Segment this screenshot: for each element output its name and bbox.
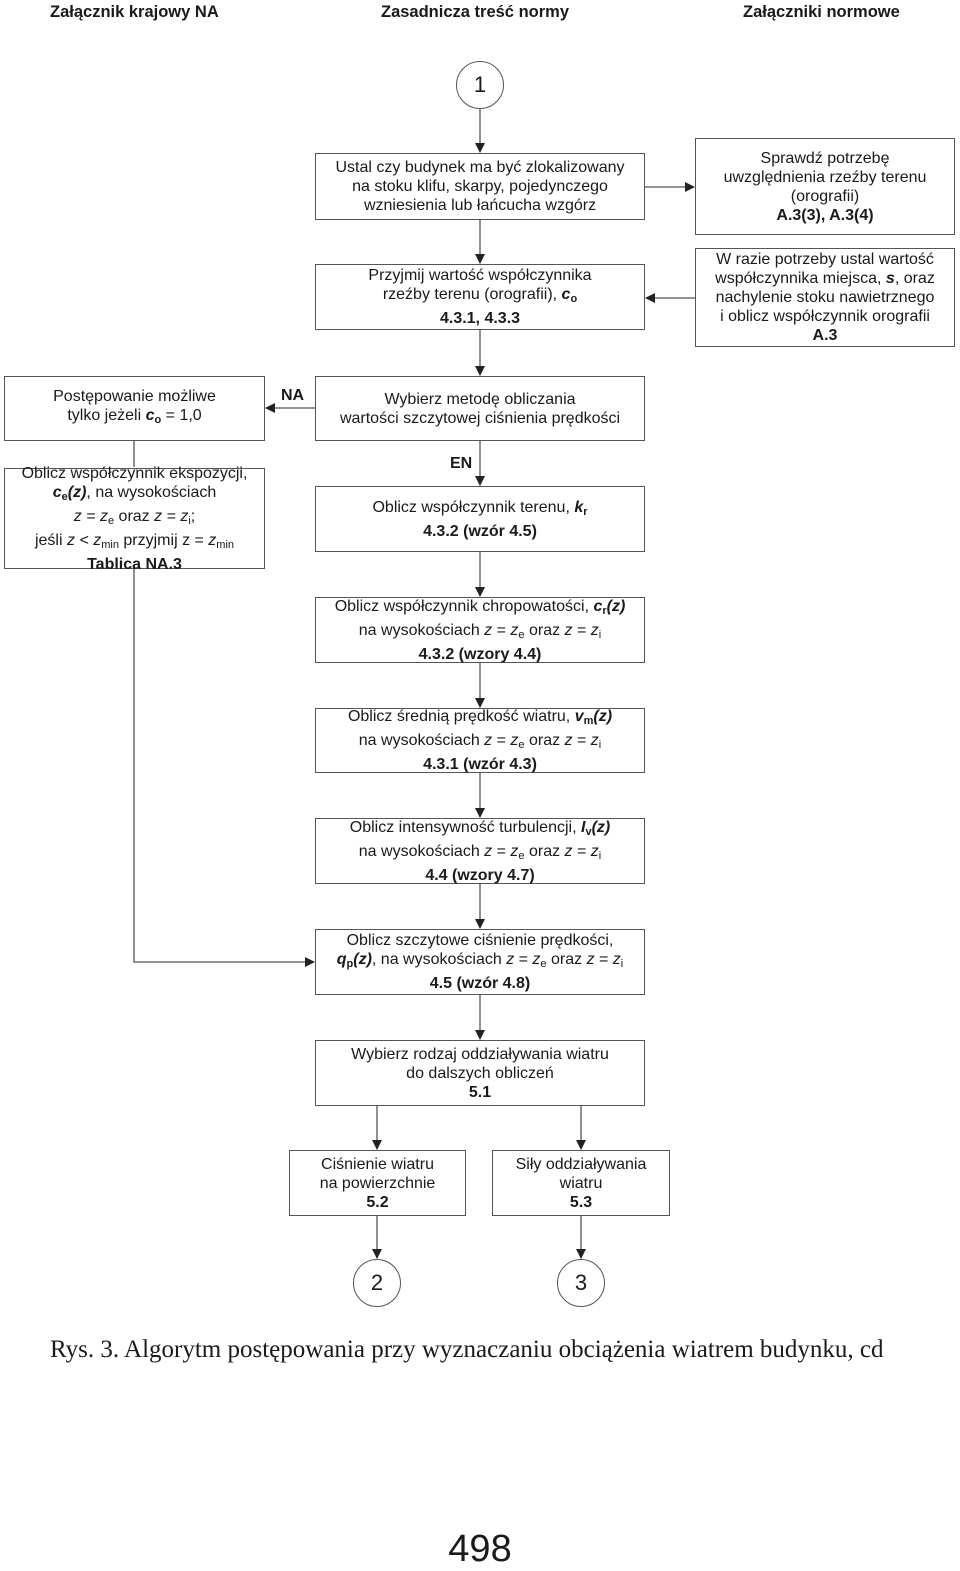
turbulence-ref: 4.4 (wzory 4.7) [425, 866, 535, 884]
terrain-coefficient-box: Oblicz współczynnik terenu, kr 4.3.2 (wz… [315, 486, 645, 552]
connector-circle-1: 1 [456, 61, 504, 109]
mean-wind-ref: 4.3.1 (wzór 4.3) [423, 756, 537, 773]
check-orography-box: Sprawdź potrzebę uwzględnienia rzeźby te… [695, 138, 955, 235]
check-orography-line-3: (orografii) [790, 187, 860, 205]
connector-circle-3: 3 [557, 1259, 605, 1307]
exposure-line-4: jeśli z < zmin przyjmij z = zmin [34, 531, 235, 551]
header-annex-national: Załącznik krajowy NA [50, 3, 219, 21]
wind-forces-box: Siły oddziaływania wiatru 5.3 [492, 1150, 670, 1216]
terrain-line-1: Oblicz współczynnik terenu, kr [372, 498, 588, 518]
action-type-line-1: Wybierz rodzaj oddziaływania wiatru [351, 1045, 609, 1063]
action-type-ref: 5.1 [468, 1083, 492, 1101]
roughness-coefficient-box: Oblicz współczynnik chropowatości, cr(z)… [315, 597, 645, 663]
site-coef-ref: A.3 [812, 327, 838, 344]
roughness-line-1: Oblicz współczynnik chropowatości, cr(z) [334, 597, 626, 617]
locate-line-3: wzniesienia lub łańcucha wzgórz [363, 197, 597, 214]
possible-only-line-2: tylko jeżeli co = 1,0 [67, 407, 202, 426]
wind-forces-line-2: wiatru [559, 1174, 603, 1192]
peak-pressure-line-2: qp(z), na wysokościach z = ze oraz z = z… [336, 951, 624, 970]
figure-caption: Rys. 3. Algorytm postępowania przy wyzna… [50, 1336, 884, 1363]
choose-method-line-2: wartości szczytowej ciśnienia prędkości [339, 409, 621, 427]
possible-only-box: Postępowanie możliwe tylko jeżeli co = 1… [4, 376, 265, 441]
en-label: EN [450, 455, 473, 472]
header-main-content: Zasadnicza treść normy [381, 3, 569, 21]
orography-coef-ref: 4.3.1, 4.3.3 [439, 310, 521, 327]
exposure-line-1: Oblicz współczynnik ekspozycji, [21, 464, 248, 482]
mean-wind-line-2: na wysokościach z = ze oraz z = zi [358, 732, 602, 751]
wind-forces-line-1: Siły oddziaływania [515, 1155, 647, 1173]
site-coef-line-3: nachylenie stoku nawietrznego [715, 289, 935, 306]
peak-pressure-ref: 4.5 (wzór 4.8) [429, 975, 531, 992]
action-type-box: Wybierz rodzaj oddziaływania wiatru do d… [315, 1040, 645, 1106]
locate-line-2: na stoku klifu, skarpy, pojedynczego [352, 178, 608, 195]
locate-line-1: Ustal czy budynek ma być zlokalizowany [335, 159, 625, 176]
orography-coefficient-box: Przyjmij wartość współczynnika rzeźby te… [315, 264, 645, 330]
na-label: NA [281, 387, 305, 404]
site-coef-line-1: W razie potrzeby ustal wartość [716, 251, 934, 268]
mean-wind-velocity-box: Oblicz średnią prędkość wiatru, vm(z) na… [315, 708, 645, 773]
exposure-coefficient-box: Oblicz współczynnik ekspozycji, ce(z), n… [4, 465, 265, 573]
turbulence-line-2: na wysokościach z = ze oraz z = zi [358, 842, 602, 862]
exposure-ref: Tablica NA.3 [87, 555, 182, 573]
surface-pressure-line-2: na powierzchnie [319, 1174, 436, 1192]
locate-building-box: Ustal czy budynek ma być zlokalizowany n… [315, 153, 645, 220]
action-type-line-2: do dalszych obliczeń [406, 1064, 554, 1082]
peak-velocity-pressure-box: Oblicz szczytowe ciśnienie prędkości, qp… [315, 929, 645, 995]
terrain-ref: 4.3.2 (wzór 4.5) [423, 522, 537, 540]
orography-coef-line-1: Przyjmij wartość współczynnika [368, 267, 592, 284]
check-orography-line-1: Sprawdź potrzebę [760, 149, 890, 167]
exposure-line-3: z = ze oraz z = zi; [73, 507, 196, 527]
page-number: 498 [448, 1528, 512, 1570]
roughness-ref: 4.3.2 (wzory 4.4) [418, 645, 542, 663]
check-orography-line-2: uwzględnienia rzeźby terenu [723, 168, 927, 186]
site-coefficient-box: W razie potrzeby ustal wartość współczyn… [695, 248, 955, 347]
exposure-line-2: ce(z), na wysokościach [52, 483, 217, 503]
site-coef-line-2: współczynnika miejsca, s, oraz [715, 270, 935, 287]
turbulence-line-1: Oblicz intensywność turbulencji, Iv(z) [349, 818, 611, 838]
surface-pressure-box: Ciśnienie wiatru na powierzchnie 5.2 [289, 1150, 466, 1216]
turbulence-intensity-box: Oblicz intensywność turbulencji, Iv(z) n… [315, 818, 645, 884]
choose-method-line-1: Wybierz metodę obliczania [384, 390, 576, 408]
check-orography-ref: A.3(3), A.3(4) [776, 206, 874, 224]
surface-pressure-line-1: Ciśnienie wiatru [321, 1155, 434, 1173]
wind-forces-ref: 5.3 [569, 1193, 593, 1211]
orography-coef-line-2: rzeźby terenu (orografii), co [382, 286, 578, 305]
choose-method-box: Wybierz metodę obliczania wartości szczy… [315, 376, 645, 441]
header-normative-annexes: Załączniki normowe [743, 3, 900, 21]
mean-wind-line-1: Oblicz średnią prędkość wiatru, vm(z) [347, 708, 613, 727]
possible-only-line-1: Postępowanie możliwe [53, 388, 216, 405]
roughness-line-2: na wysokościach z = ze oraz z = zi [358, 621, 602, 641]
site-coef-line-4: i oblicz współczynnik orografii [720, 308, 930, 325]
connector-circle-2: 2 [353, 1259, 401, 1307]
peak-pressure-line-1: Oblicz szczytowe ciśnienie prędkości, [346, 932, 614, 949]
surface-pressure-ref: 5.2 [366, 1193, 389, 1211]
